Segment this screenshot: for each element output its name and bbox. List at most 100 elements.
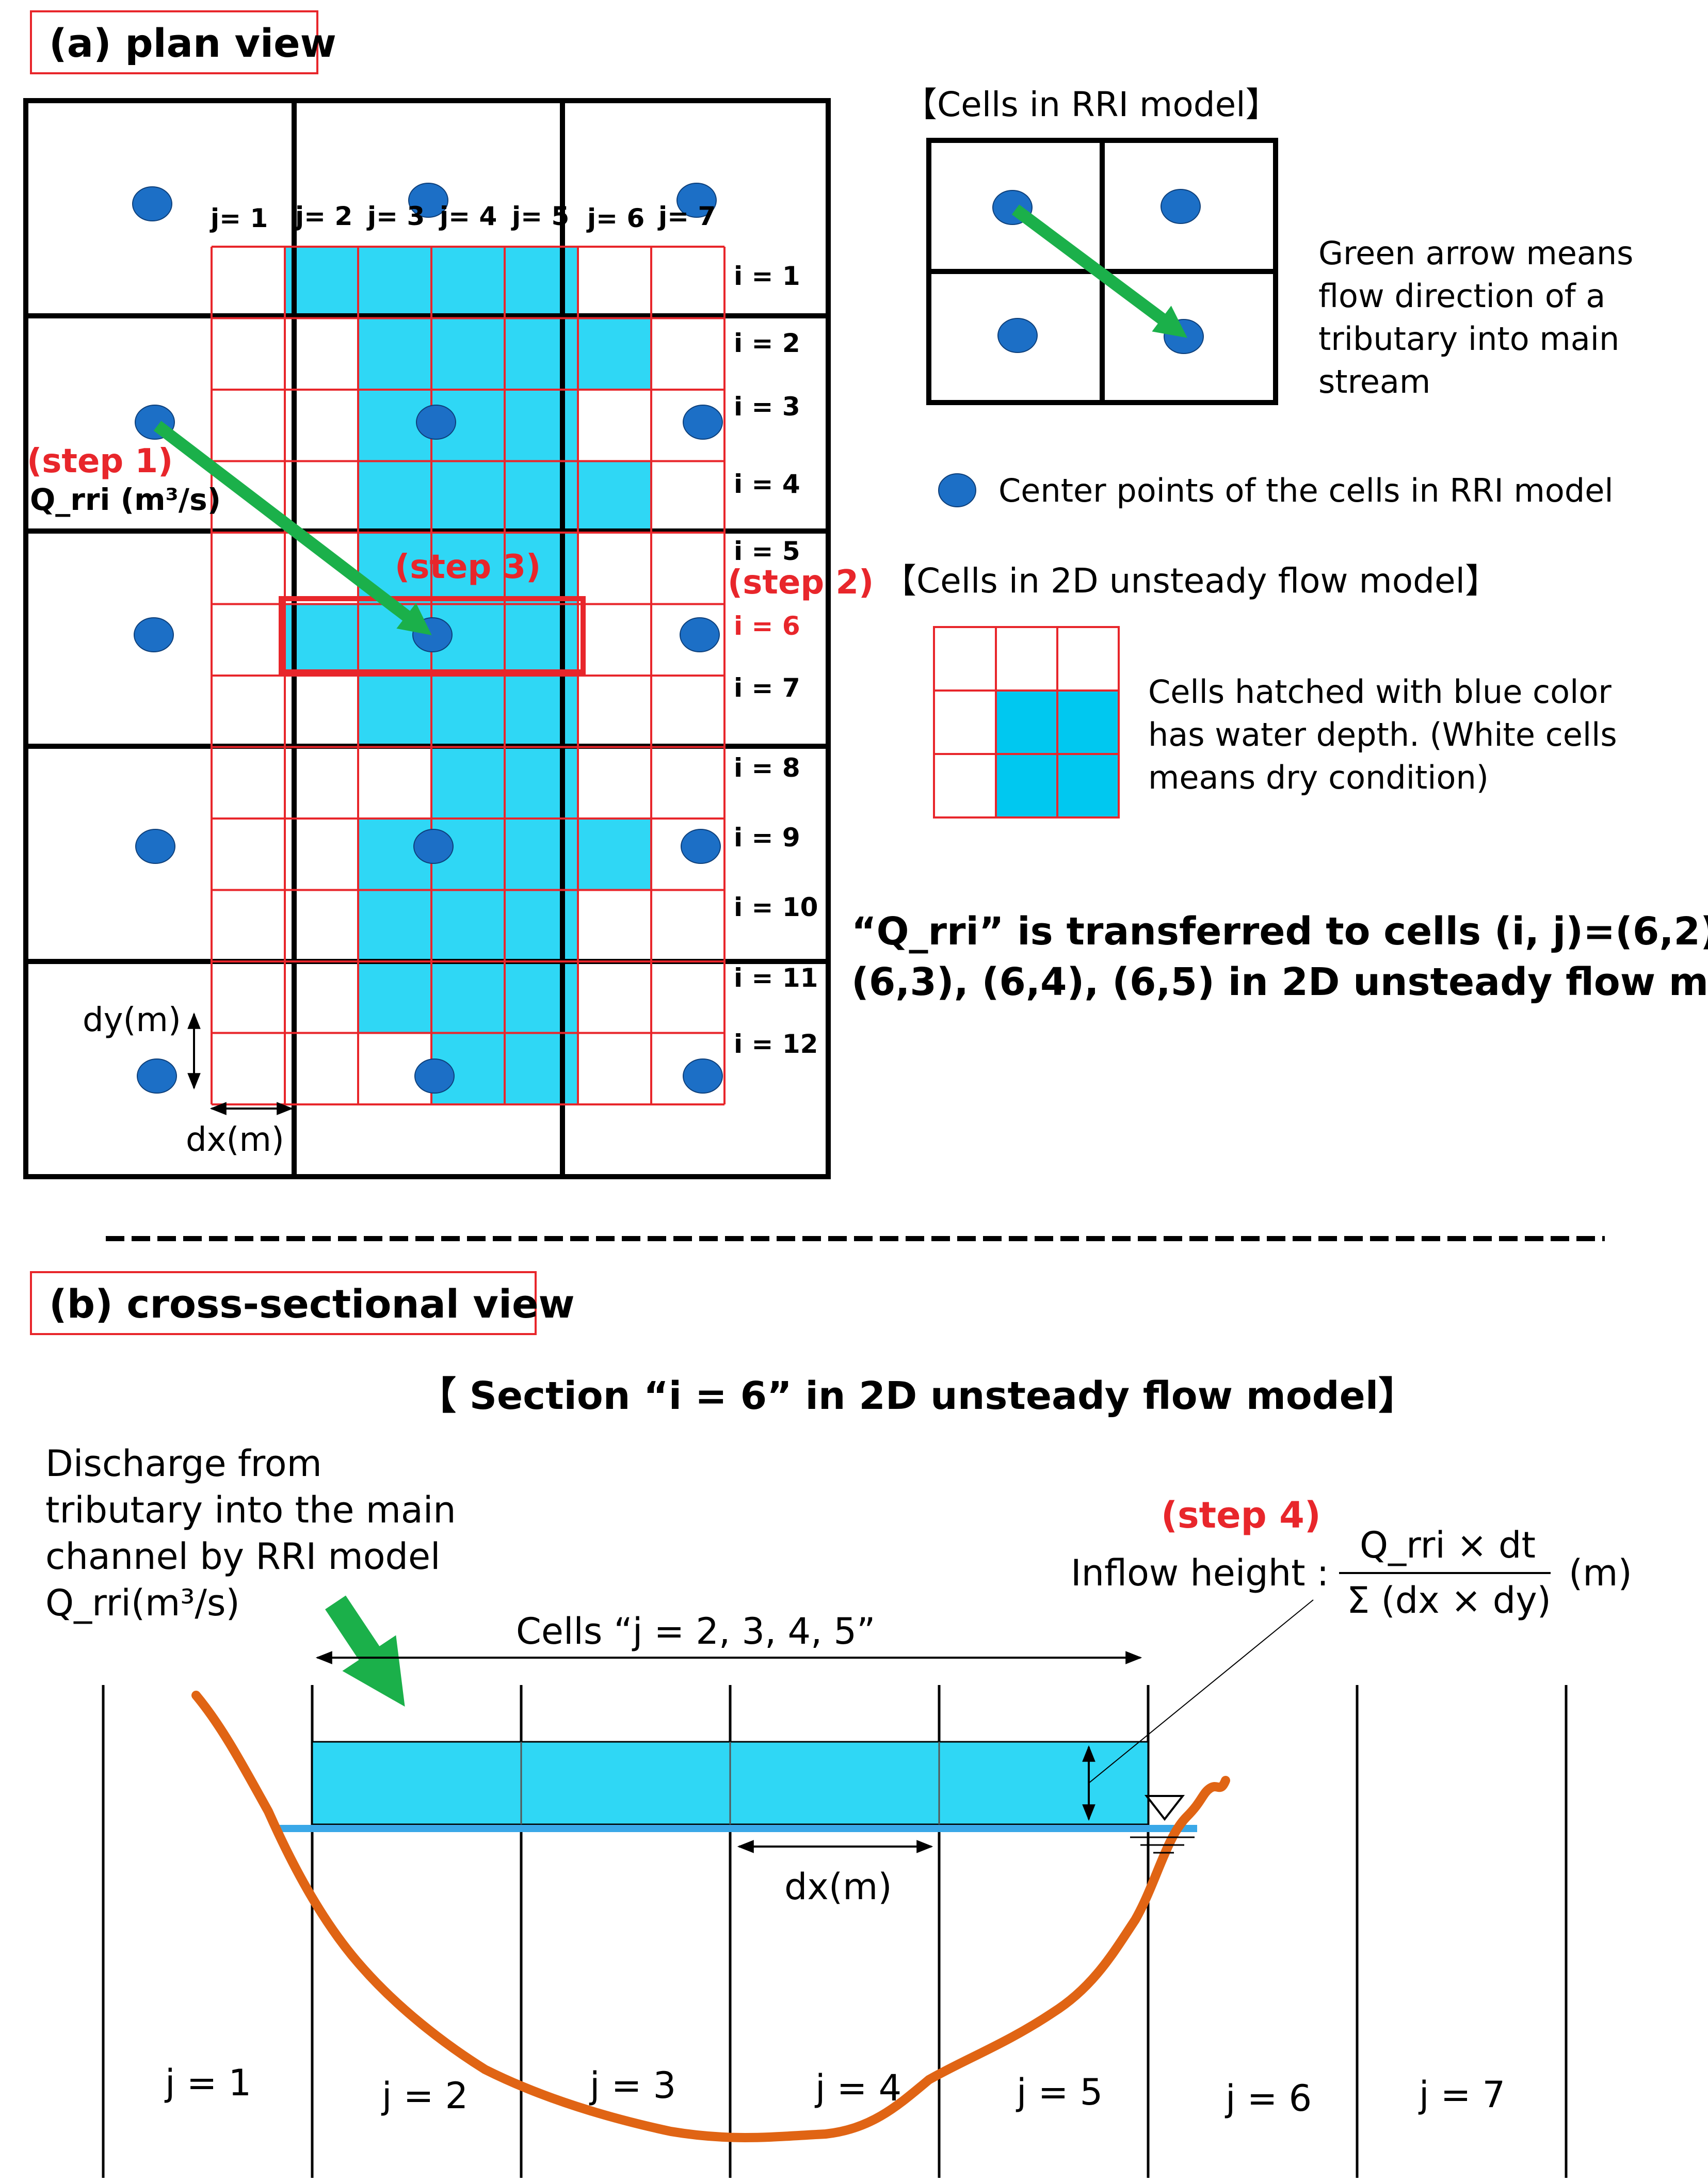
terrain-profile [191,1691,1230,2142]
rri-legend-title: 【Cells in RRI model】 [903,85,1280,124]
q-rri-label: Q_rri (m³/s) [30,482,221,517]
col-label: j= 3 [366,201,425,231]
green-arrow-text-line: Green arrow means [1318,234,1633,272]
row-label: i = 4 [734,469,800,499]
wet-cell [578,461,651,533]
dy-label: dy(m) [83,1001,181,1039]
transfer-text-line: (6,3), (6,4), (6,5) in 2D unsteady flow … [851,960,1708,1004]
row-label-highlighted: i = 6 [734,611,800,641]
unsteady-legend-title: 【Cells in 2D unsteady flow model】 [882,561,1499,601]
section-dx-label: dx(m) [784,1866,892,1908]
col-label: j= 1 [210,203,268,233]
legend-flow-arrow-icon [1011,204,1187,338]
section-col-label: j = 7 [1418,2074,1505,2116]
step3-label: (step 3) [395,548,541,586]
unsteady-legend-grid [933,626,1120,819]
wet-cell [505,533,578,604]
section-col-label: j = 4 [814,2067,901,2109]
green-arrow-text-line: flow direction of a [1318,277,1605,315]
panel-a: (a) plan view [23,10,874,1179]
inflow-leader-line [1088,1599,1314,1784]
center-point-dot [1161,189,1201,224]
inflow-denominator: Σ (dx × dy) [1347,1579,1551,1622]
wet-cell [431,318,505,390]
wet-cell [431,747,505,819]
center-point-dot [681,829,721,864]
row-label: i = 11 [734,963,818,993]
water-level-symbol-icon [1130,1795,1195,1854]
center-point-dot [997,318,1038,353]
center-point-dot [132,186,172,221]
wet-cell [505,604,578,676]
panel-a-title-box [30,10,318,74]
wet-cell [358,461,431,533]
center-point-dot [413,829,454,864]
center-point-dot [134,617,174,652]
discharge-text-line: Discharge from [45,1442,322,1485]
flow-arrow-icon [153,421,432,635]
wet-cell [505,461,578,533]
step1-label: (step 1) [27,442,173,480]
green-arrow-text-line: stream [1318,363,1430,400]
section-col-label: j = 2 [381,2075,468,2117]
wet-cell [431,961,505,1033]
row-label: i = 1 [734,261,800,291]
center-point-dot [414,1058,455,1094]
wet-cell [505,747,578,819]
row-label: i = 2 [734,328,800,358]
wet-cell [431,890,505,961]
row-label: i = 3 [734,392,800,422]
blue-cells-text-line: Cells hatched with blue color [1148,673,1612,711]
wet-cell [285,604,358,676]
step4-label: (step 4) [1161,1494,1321,1536]
blue-cells-text-line: means dry condition) [1148,759,1489,796]
discharge-text-line: channel by RRI model [45,1535,441,1578]
wet-cell [505,676,578,747]
center-point-dot [683,1058,723,1094]
panel-b-title: (b) cross-sectional view [49,1281,575,1327]
legend: 【Cells in RRI model】 Green arrow means f… [851,85,1708,1004]
center-point-dot [683,405,723,440]
section-title: 【 Section “i = 6” in 2D unsteady flow mo… [418,1374,1416,1418]
wet-cell [358,961,431,1033]
section-col-label: j = 6 [1224,2077,1312,2120]
step3-highlight-box [279,596,586,675]
wet-cell [358,890,431,961]
wet-cell [505,890,578,961]
col-label: j= 4 [439,201,497,231]
col-label: j= 6 [586,203,644,233]
wet-cell [578,318,651,390]
cells-label: Cells “j = 2, 3, 4, 5” [516,1610,875,1652]
wet-cell [505,318,578,390]
row-label: i = 7 [734,673,800,703]
row-label: i = 5 [734,536,800,566]
transfer-text-line: “Q_rri” is transferred to cells (i, j)=(… [851,909,1708,954]
center-point-dot [676,183,717,218]
rri-coarse-grid [23,98,831,1179]
section-col-label: j = 1 [164,2062,251,2104]
panel-b-title-box [30,1271,537,1335]
row-label: i = 9 [734,823,800,853]
wet-cell [505,961,578,1033]
blue-cells-text-line: has water depth. (White cells [1148,716,1617,753]
step2-label: (step 2) [728,564,874,602]
wet-cell [578,819,651,890]
green-arrow-text-line: tributary into main [1318,320,1619,358]
col-label: j= 7 [657,201,716,231]
center-point-dot [416,405,456,440]
panel-b: (b) cross-sectional view 【 Section “i = … [30,1271,1632,2178]
inflow-height-label: Inflow height : [1071,1552,1329,1594]
center-point-dot [135,829,175,864]
discharge-arrow-icon [325,1595,405,1707]
row-label: i = 8 [734,753,800,783]
section-col-label: j = 3 [589,2064,676,2107]
wet-cell [431,533,505,604]
wet-cell [358,676,431,747]
center-points-text: Center points of the cells in RRI model [998,472,1614,509]
center-point-legend-icon [938,473,976,507]
wet-cell [431,676,505,747]
wet-cell [505,390,578,461]
wet-cell [358,247,431,318]
inflow-numerator: Q_rri × dt [1360,1524,1536,1566]
wet-cell [505,247,578,318]
